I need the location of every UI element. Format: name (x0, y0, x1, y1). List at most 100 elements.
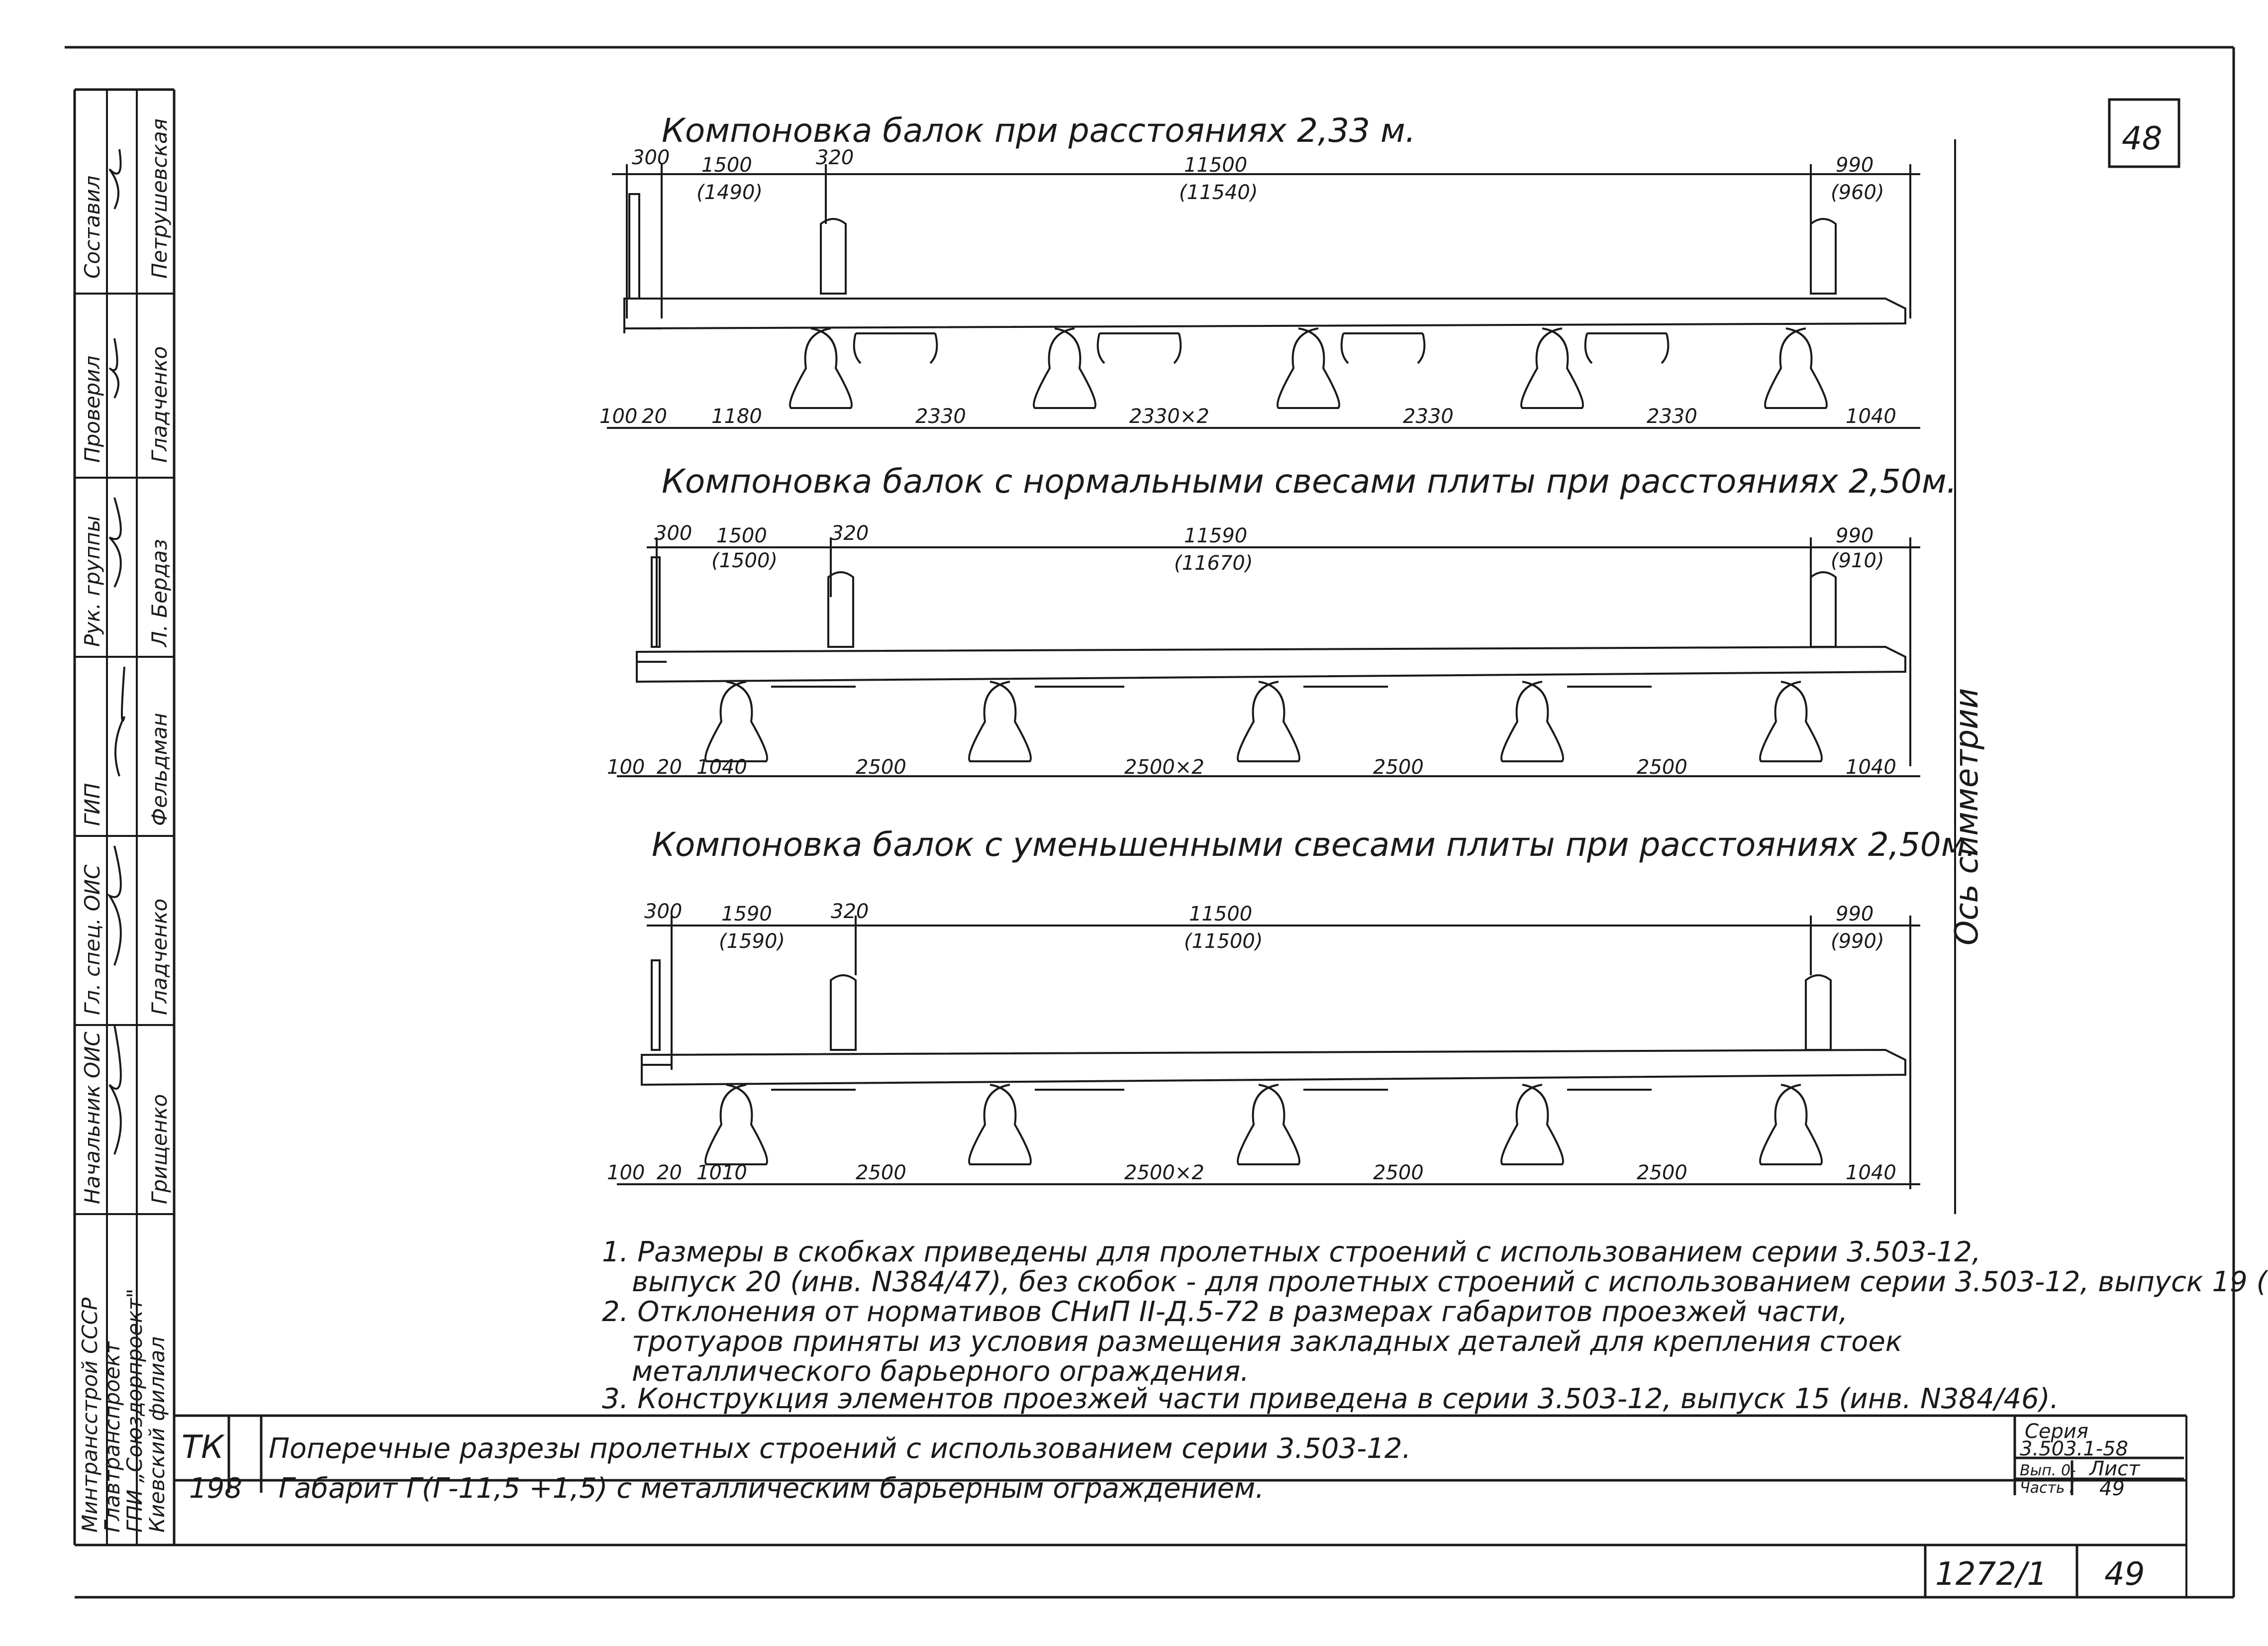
dim-label: 11590 (1184, 524, 1247, 547)
signature (108, 1025, 122, 1155)
dim-label: 1010 (696, 1161, 747, 1184)
dim-label: 2330 (915, 405, 966, 428)
dim-label: 1500 (701, 154, 752, 177)
title-block: ТК 198 Поперечные разрезы пролетных стро… (182, 1420, 2145, 1593)
tb-inventory: 1272/1 (1935, 1556, 2047, 1593)
stamp-name: Гладченко (147, 899, 172, 1015)
dim-label: 100 (607, 756, 645, 779)
section-1-bottom-dims: 100 20 1180 2330 2330×2 2330 2330 1040 (599, 405, 1896, 428)
dim-label: 990 (1836, 154, 1874, 177)
stamp-org: Минтрансстрой СССР (78, 1297, 102, 1533)
dim-label: (990) (1831, 930, 1884, 953)
section-3-bottom-dims: 100 20 1010 2500 2500×2 2500 2500 1040 (607, 1161, 1896, 1184)
dim-label: 1500 (716, 524, 767, 547)
section-title: Компоновка балок с нормальными свесами п… (662, 462, 1957, 501)
symmetry-axis-label: Ось симметрии (1949, 688, 1985, 945)
tb-code: ТК (182, 1429, 225, 1466)
section-3: Компоновка балок с уменьшенными свесами … (607, 825, 1976, 1189)
dim-label: 100 (607, 1161, 645, 1184)
section-1-drawing (607, 164, 1920, 429)
section-3-top-dims: 300 1590 (1590) 320 11500 (11500) 990 (9… (644, 900, 1884, 953)
note-line: выпуск 20 (инв. N384/47), без скобок - д… (632, 1266, 2268, 1298)
dim-label: 1040 (1846, 405, 1896, 428)
signature-marks (106, 149, 125, 1155)
dim-label: 11500 (1189, 903, 1252, 926)
dim-label: (11500) (1184, 930, 1263, 953)
stamp-name: Петрушевская (147, 118, 172, 279)
section-title: Компоновка балок при расстояниях 2,33 м. (662, 111, 1416, 150)
sheet-frame (65, 46, 2235, 1599)
stamp-column: Составил Проверил Рук. группы ГИП Гл. сп… (78, 118, 172, 1533)
dim-label: 1590 (721, 903, 772, 926)
stamp-role: Рук. группы (80, 515, 104, 647)
dim-label: (11670) (1174, 552, 1253, 575)
dim-label: 2500 (1637, 1161, 1687, 1184)
stamp-grid (75, 90, 174, 1545)
dim-label: 320 (831, 900, 869, 923)
dim-label: 11500 (1184, 154, 1247, 177)
dim-label: (960) (1831, 181, 1884, 204)
section-2-bottom-dims: 100 20 1040 2500 2500×2 2500 2500 1040 (607, 756, 1896, 779)
dim-label: 2500 (1373, 1161, 1424, 1184)
signature (108, 338, 119, 399)
dim-label: 2500 (856, 756, 906, 779)
stamp-name: Грищенко (147, 1094, 172, 1204)
tb-series-label: Серия (2025, 1420, 2088, 1443)
tb-title-line2: Габарит Г(Г-11,5 +1,5) с металлическим б… (279, 1472, 1264, 1505)
tb-sheet-value: 49 (2099, 1477, 2125, 1500)
dim-label: 2330×2 (1129, 405, 1209, 428)
note-line: металлического барьерного ограждения. (632, 1355, 1249, 1388)
dim-label: (1500) (711, 549, 778, 572)
dim-label: 2500×2 (1124, 1161, 1204, 1184)
tb-number: 198 (189, 1472, 242, 1505)
dim-label: 20 (657, 756, 682, 779)
tb-issue-label: Вып. 0- (2020, 1462, 2076, 1479)
section-2-top-dims: 300 1500 (1500) 320 11590 (11670) 990 (9… (654, 522, 1884, 575)
dim-label: 2500 (1637, 756, 1687, 779)
dim-label: 2330 (1647, 405, 1697, 428)
tb-series-value: 3.503.1-58 (2020, 1438, 2128, 1460)
section-2: Компоновка балок с нормальными свесами п… (607, 462, 1957, 779)
dim-label: (1590) (719, 930, 785, 953)
signature (114, 666, 125, 777)
stamp-org: Главтранспроект (100, 1341, 124, 1533)
dim-label: 2500×2 (1124, 756, 1204, 779)
stamp-name: Фельдман (147, 713, 172, 826)
tb-page: 49 (2104, 1556, 2145, 1593)
dim-label: (11540) (1179, 181, 1258, 204)
dim-label: (1490) (696, 181, 763, 204)
dim-label: 20 (657, 1161, 682, 1184)
stamp-role: ГИП (80, 783, 104, 826)
dim-label: 1180 (711, 405, 762, 428)
note-line: 3. Конструкция элементов проезжей части … (602, 1383, 2059, 1415)
dim-label: 2500 (1373, 756, 1424, 779)
note-line: 1. Размеры в скобках приведены для проле… (602, 1236, 1981, 1268)
notes-block: 1. Размеры в скобках приведены для проле… (602, 1236, 2268, 1415)
dim-label: 300 (654, 522, 692, 545)
dim-label: 990 (1836, 524, 1874, 547)
section-title: Компоновка балок с уменьшенными свесами … (652, 825, 1976, 864)
dim-label: 20 (642, 405, 667, 428)
dim-label: 300 (644, 900, 682, 923)
signature (106, 845, 122, 966)
stamp-name: Гладченко (147, 346, 172, 463)
section-3-drawing (617, 916, 1920, 1189)
page-number: 48 (2122, 120, 2162, 157)
signature (108, 497, 122, 588)
signature (108, 149, 122, 209)
dim-label: (910) (1831, 549, 1884, 572)
dim-label: 300 (632, 146, 670, 169)
stamp-role: Проверил (80, 356, 104, 463)
section-1: Компоновка балок при расстояниях 2,33 м. (599, 111, 1920, 429)
stamp-role: Гл. спец. ОИС (80, 864, 104, 1015)
note-line: тротуаров приняты из условия размещения … (632, 1326, 1902, 1358)
dim-label: 1040 (1846, 1161, 1896, 1184)
dim-label: 2330 (1403, 405, 1454, 428)
dim-label: 1040 (1846, 756, 1896, 779)
stamp-org: ГПИ „Союздорпроект" (122, 1289, 147, 1533)
dim-label: 1040 (696, 756, 747, 779)
tb-title-line1: Поперечные разрезы пролетных строений с … (269, 1433, 1411, 1465)
tb-part-label: Часть I (2020, 1479, 2074, 1497)
